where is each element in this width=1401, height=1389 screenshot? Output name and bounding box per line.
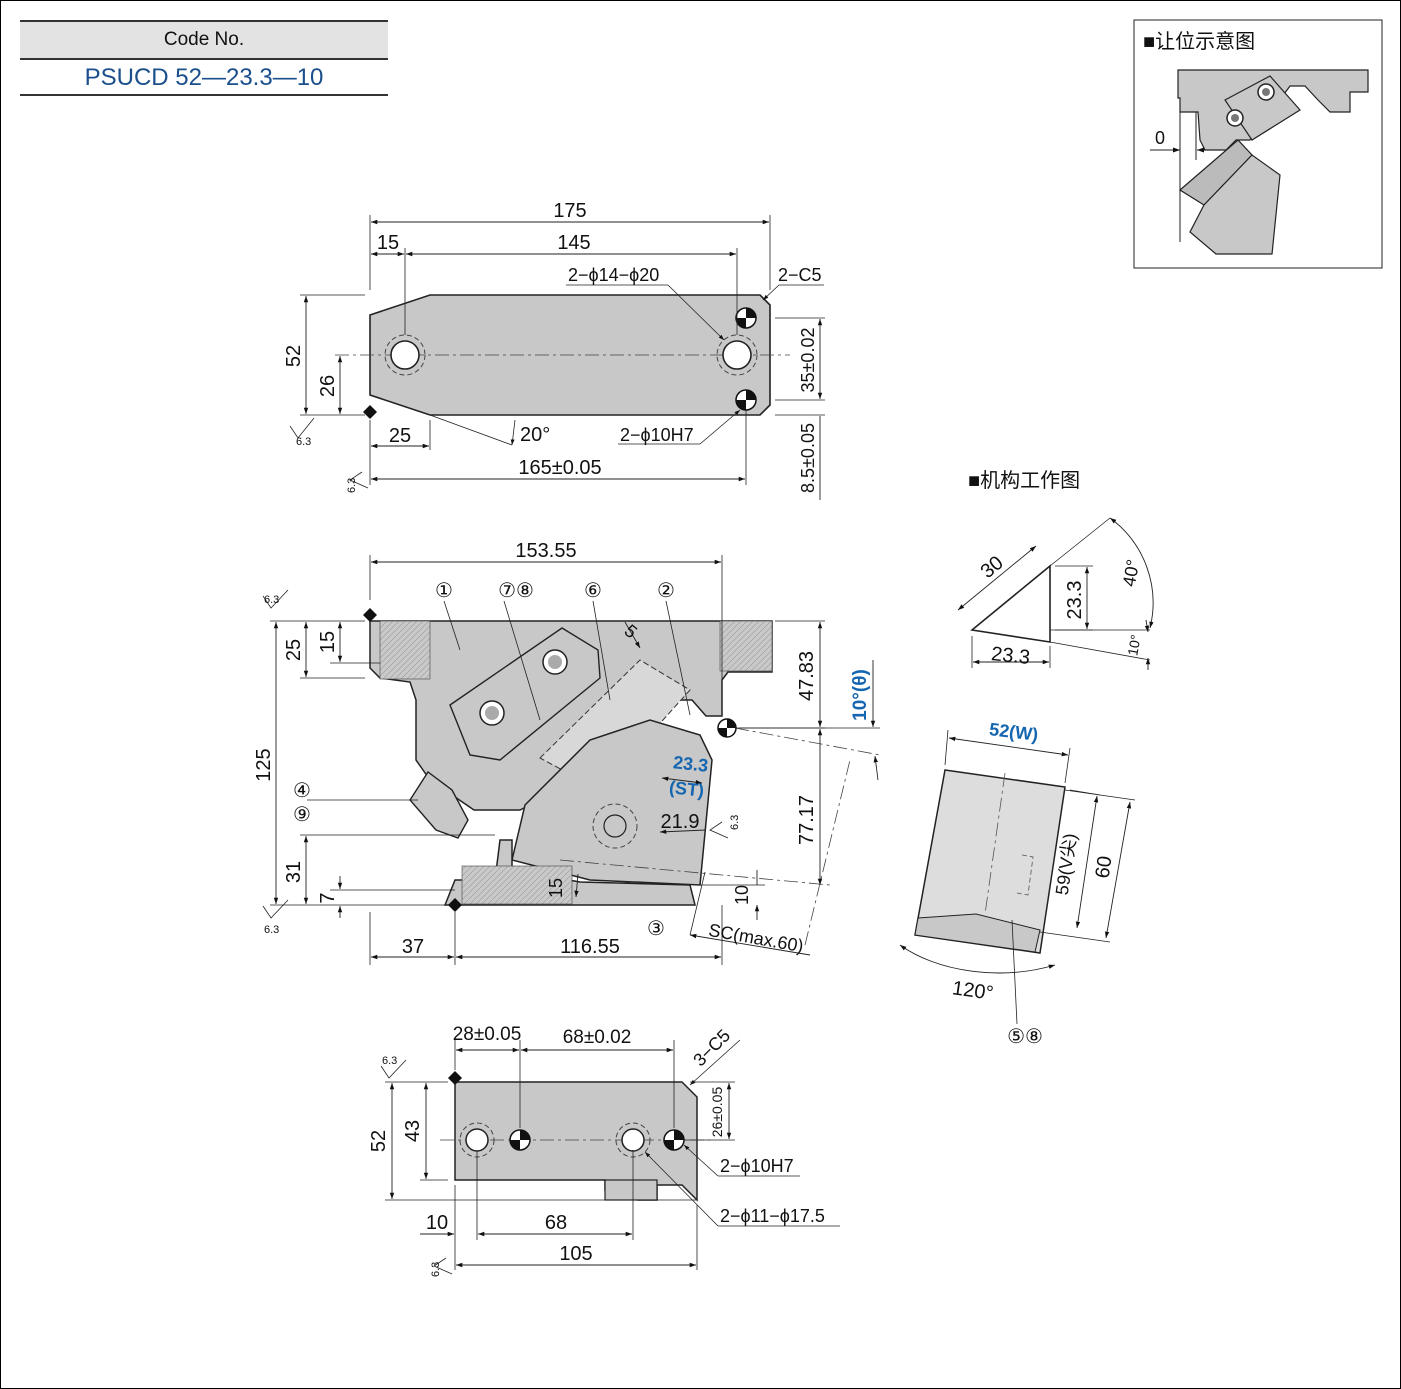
dim-26: 26 — [317, 375, 339, 397]
part-4: ④ — [293, 780, 311, 802]
mechanism-wedge: 30 23.3 23.3 40° 10° — [957, 517, 1154, 670]
dim-35: 35±0.02 — [798, 328, 818, 393]
dim-37: 37 — [402, 936, 424, 958]
bottom-dim-26: 26±0.05 — [709, 1087, 725, 1138]
bottom-dim-68-lower: 68 — [545, 1212, 567, 1234]
dim-25: 25 — [283, 639, 305, 661]
mech-dim-30: 30 — [977, 552, 1008, 583]
dim-31: 31 — [283, 861, 305, 883]
bottom-dim-52: 52 — [368, 1130, 390, 1152]
mech-width-w: 52(W) — [988, 719, 1039, 745]
mech-angle-40: 40° — [1119, 558, 1143, 588]
roughness-bottom-top: 6.3 — [382, 1055, 397, 1067]
mech-angle-120: 120° — [951, 977, 995, 1005]
dim-125: 125 — [253, 748, 275, 781]
code-number-box: Code No. PSUCD 52—23.3—10 — [20, 20, 388, 96]
chamfer-callout: 2−C5 — [778, 265, 822, 285]
angle-20: 20° — [520, 424, 550, 446]
part-1: ① — [435, 580, 453, 602]
bottom-dim-105: 105 — [559, 1243, 592, 1265]
mechanism-title: ■机构工作图 — [968, 469, 1080, 492]
bottom-dim-10: 10 — [426, 1212, 448, 1234]
dim-21-9: 21.9 — [661, 811, 700, 833]
holes-callout: 2−ϕ14−ϕ20 — [568, 265, 659, 285]
dim-52: 52 — [283, 345, 305, 367]
part-2: ② — [657, 580, 675, 602]
bottom-dim-43: 43 — [402, 1120, 424, 1142]
mechanism-v-block: 52(W) 59(V尖) 60 120° ⑤⑧ — [899, 719, 1136, 1048]
roughness-front-top: 6.3 — [264, 594, 279, 606]
roughness-front-bottom: 6.3 — [264, 924, 279, 936]
bottom-dim-68-upper: 68±0.02 — [563, 1027, 632, 1048]
dim-10: 10 — [732, 885, 752, 905]
dim-116-55: 116.55 — [560, 936, 620, 958]
clearance-inset: 0 — [1133, 19, 1383, 269]
bottom-holes-callout: 2−ϕ11−ϕ17.5 — [720, 1206, 825, 1226]
mech-dim-23-3-vertical: 23.3 — [1064, 581, 1086, 620]
dim-8-5: 8.5±0.05 — [798, 423, 818, 493]
mech-dim-60: 60 — [1092, 855, 1117, 880]
front-view: 6.3 6.3 6.3 153.55 25 15 125 31 7 37 116… — [253, 540, 881, 965]
clearance-inset-title: ■让位示意图 — [1143, 30, 1255, 53]
angle-theta: 10°(θ) — [850, 669, 871, 721]
mech-angle-10: 10° — [1124, 633, 1143, 657]
bottom-view: 6.3 6.3 28±0.05 68±0.02 3−C5 52 43 26±0.… — [368, 1024, 840, 1277]
stroke-value: 23.3 — [672, 752, 709, 776]
part-3: ③ — [647, 918, 665, 940]
dim-15: 15 — [377, 232, 399, 254]
dim-165: 165±0.05 — [518, 457, 601, 479]
dim-7: 7 — [317, 892, 339, 903]
bottom-pins-callout: 2−ϕ10H7 — [720, 1156, 794, 1176]
part-7-8: ⑦⑧ — [498, 580, 534, 602]
part-6: ⑥ — [584, 580, 602, 602]
dim-15: 15 — [317, 631, 339, 653]
code-value: PSUCD 52—23.3—10 — [20, 60, 388, 96]
roughness-front-block: 6.3 — [729, 815, 741, 830]
dim-25: 25 — [389, 425, 411, 447]
mech-parts-5-8: ⑤⑧ — [1007, 1026, 1043, 1048]
top-view: 6.3 6.3 175 15 145 2−ϕ14−ϕ20 2−C5 52 26 … — [283, 200, 825, 500]
mech-dim-23-3-horizontal: 23.3 — [990, 643, 1031, 669]
roughness-bottom-left: 6.3 — [430, 1262, 442, 1277]
bottom-dim-28: 28±0.05 — [453, 1024, 522, 1045]
dim-47-83: 47.83 — [796, 651, 818, 701]
dim-175: 175 — [553, 200, 586, 222]
stroke-label: (ST) — [668, 777, 705, 801]
bottom-chamfer-callout: 3−C5 — [689, 1025, 734, 1070]
part-9: ⑨ — [293, 804, 311, 826]
code-label: Code No. — [20, 20, 388, 60]
roughness-top-left: 6.3 — [296, 436, 311, 448]
dim-15-lower: 15 — [546, 878, 566, 898]
dim-153-55: 153.55 — [515, 540, 576, 562]
dim-145: 145 — [557, 232, 590, 254]
clearance-zero-label: 0 — [1155, 128, 1165, 148]
pins-callout: 2−ϕ10H7 — [620, 425, 694, 445]
roughness-top-bottom: 6.3 — [346, 478, 358, 493]
dim-77-17: 77.17 — [796, 795, 818, 845]
